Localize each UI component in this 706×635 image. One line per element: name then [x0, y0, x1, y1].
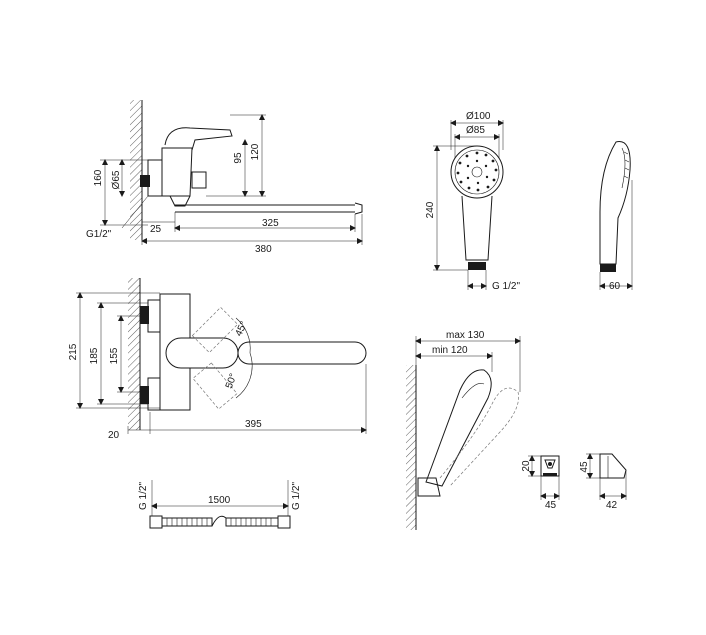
- top-view: 215 185 155 45° 50° 20 395: [68, 278, 367, 441]
- front-view-mixer-body: [140, 127, 233, 207]
- front-thread-label: G1/2": [86, 229, 112, 240]
- front-height-lever-label: 95: [233, 152, 244, 164]
- holder-front-height-label: 20: [521, 460, 532, 472]
- front-view-dimensions: [100, 114, 363, 245]
- hand-shower-front: Ø100 Ø85 240 G 1/2": [425, 111, 520, 292]
- hose-thread-left-label: G 1/2": [138, 482, 149, 510]
- front-overall-length-label: 380: [255, 244, 272, 255]
- holder-front: 20 45: [521, 455, 560, 511]
- top-view-swivel-ghosts: [191, 306, 253, 410]
- hand-shower-dimensions: [433, 120, 504, 290]
- shower-diameter-outer-label: Ø100: [466, 111, 491, 122]
- top-height-total-label: 215: [68, 343, 79, 360]
- shower-side-width-label: 60: [609, 281, 621, 292]
- top-wall-offset-label: 20: [108, 430, 120, 441]
- front-view-spout: [175, 202, 363, 215]
- front-height-top-label: 120: [250, 143, 261, 160]
- hose-length-label: 1500: [208, 495, 231, 506]
- top-view-mixer: [140, 293, 239, 411]
- holder-front-width-label: 45: [545, 500, 557, 511]
- front-wall-offset-label: 25: [150, 224, 162, 235]
- wall-mount-dimensions: [415, 336, 521, 392]
- top-view-spout: [237, 341, 367, 365]
- front-height-total-label: 160: [93, 169, 104, 186]
- holder-side-depth-label: 42: [606, 500, 618, 511]
- wall-max-reach-label: max 130: [446, 330, 485, 341]
- holder-side: 45 42: [579, 453, 627, 511]
- wall-mount-view: max 130 min 120: [406, 330, 521, 530]
- shower-length-label: 240: [425, 201, 436, 218]
- front-spout-length-label: 325: [262, 218, 279, 229]
- shower-diameter-inner-label: Ø85: [466, 125, 485, 136]
- top-reach-label: 395: [245, 419, 262, 430]
- holder-side-height-label: 45: [579, 461, 590, 473]
- top-view-dimensions: [76, 292, 367, 434]
- top-height-inner-label: 155: [109, 347, 120, 364]
- shower-thread-label: G 1/2": [492, 281, 520, 292]
- top-view-wall: [128, 278, 141, 430]
- wall-min-reach-label: min 120: [432, 345, 468, 356]
- front-view: 160 Ø65 95 120 25 325 380 G1/2": [86, 100, 363, 255]
- front-diameter-label: Ø65: [111, 170, 122, 189]
- hose-dimensions: [151, 480, 289, 516]
- hand-shower-side: 60: [599, 141, 633, 292]
- front-view-wall: [130, 100, 143, 240]
- hose-drawing: G 1/2" 1500 G 1/2": [138, 480, 302, 529]
- top-angle-down-label: 50°: [224, 372, 240, 390]
- top-height-mid-label: 185: [89, 347, 100, 364]
- hose-thread-right-label: G 1/2": [291, 482, 302, 510]
- shower-nozzle-ring: [456, 151, 498, 192]
- hose-body: [149, 515, 291, 529]
